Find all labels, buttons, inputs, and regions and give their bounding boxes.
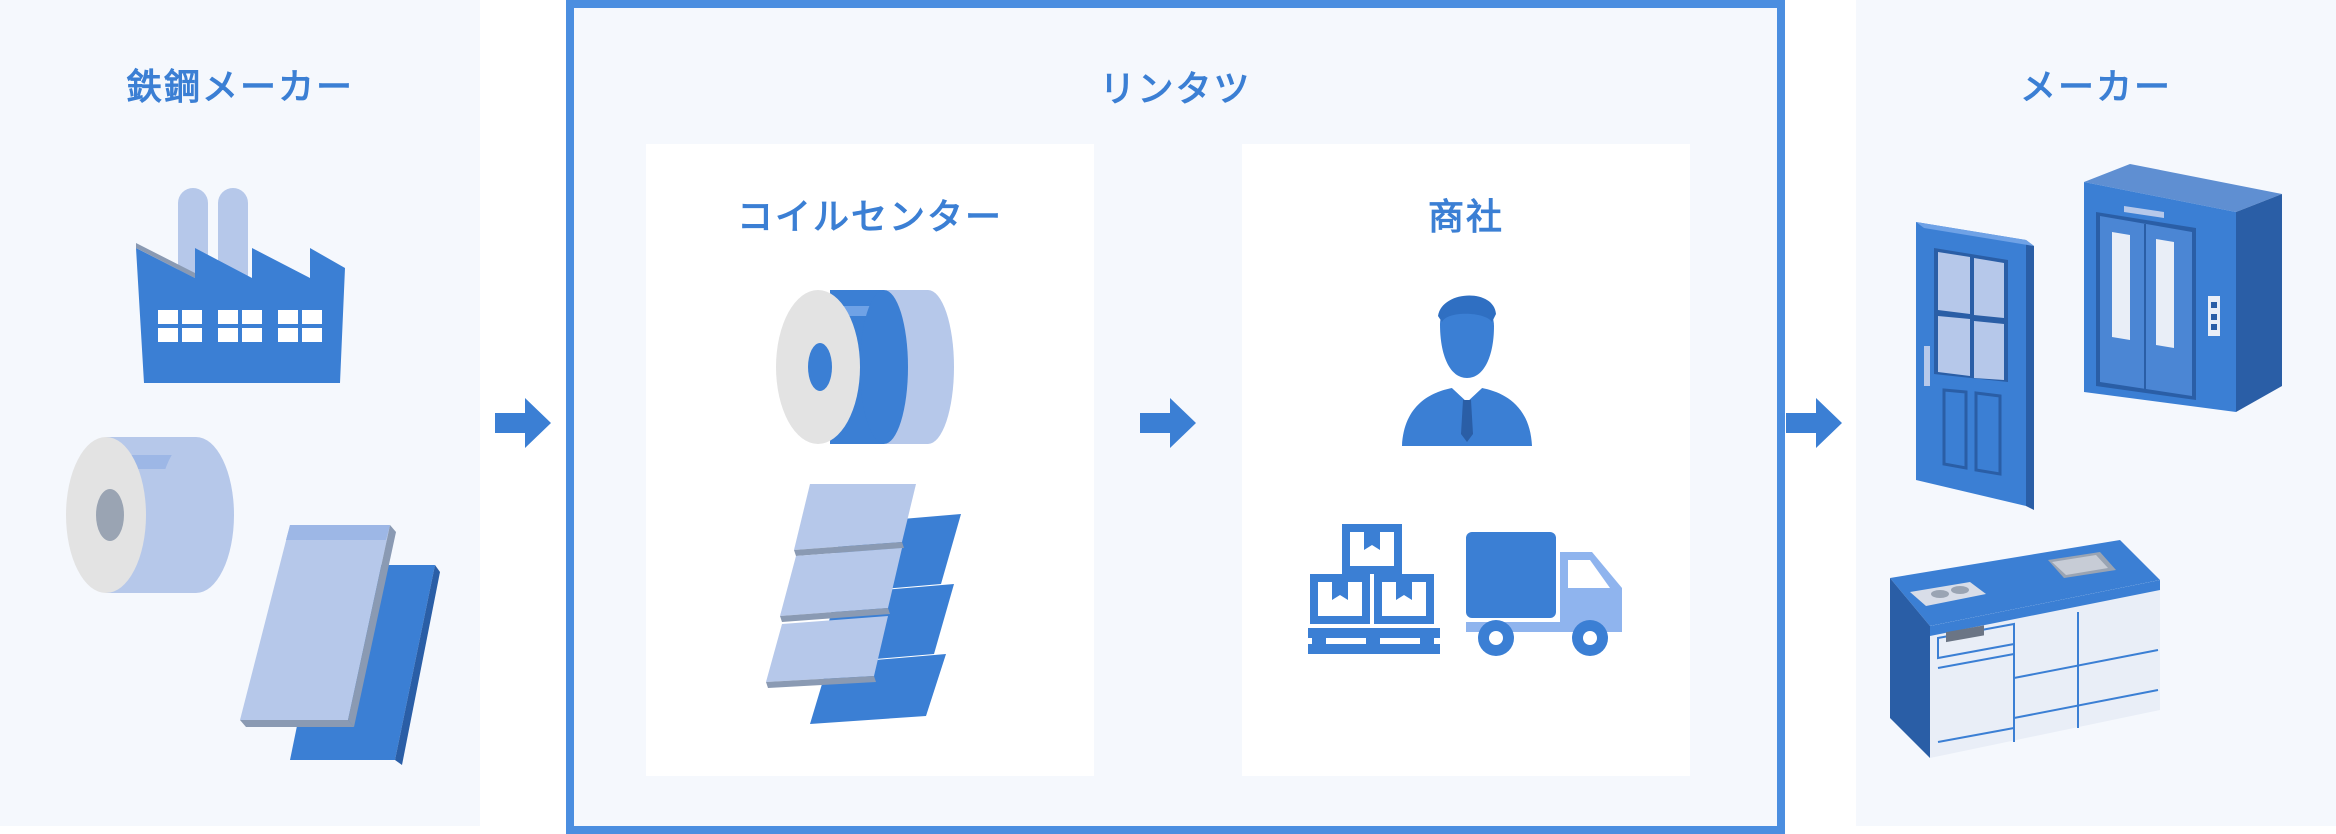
maker-panel: メーカー bbox=[1856, 0, 2336, 826]
rintatsu-title: リンタツ bbox=[1099, 69, 1252, 110]
slit-coil-icon bbox=[776, 290, 954, 444]
sheet-stack-icon bbox=[766, 484, 961, 724]
businessman-icon bbox=[1402, 295, 1532, 446]
maker-title: メーカー bbox=[2019, 67, 2172, 108]
factory-icon bbox=[136, 188, 345, 383]
trading-company-card: 商社 bbox=[1242, 144, 1690, 776]
steel-plate-icon bbox=[240, 525, 440, 765]
packages-pallet-icon bbox=[1308, 524, 1440, 654]
delivery-truck-icon bbox=[1466, 532, 1622, 656]
arrow-right-icon bbox=[495, 398, 551, 448]
elevator-icon bbox=[2084, 164, 2282, 412]
steel-maker-title: 鉄鋼メーカー bbox=[125, 67, 354, 108]
arrow-right-icon bbox=[1786, 398, 1842, 448]
steel-coil-icon bbox=[66, 437, 234, 593]
arrow-right-icon bbox=[1140, 398, 1196, 448]
coil-center-title: コイルセンター bbox=[736, 197, 1003, 238]
kitchen-icon bbox=[1890, 540, 2160, 758]
door-icon bbox=[1916, 222, 2034, 510]
steel-maker-panel: 鉄鋼メーカー bbox=[0, 0, 480, 826]
coil-center-card: コイルセンター bbox=[646, 144, 1094, 776]
trading-company-title: 商社 bbox=[1427, 197, 1504, 238]
